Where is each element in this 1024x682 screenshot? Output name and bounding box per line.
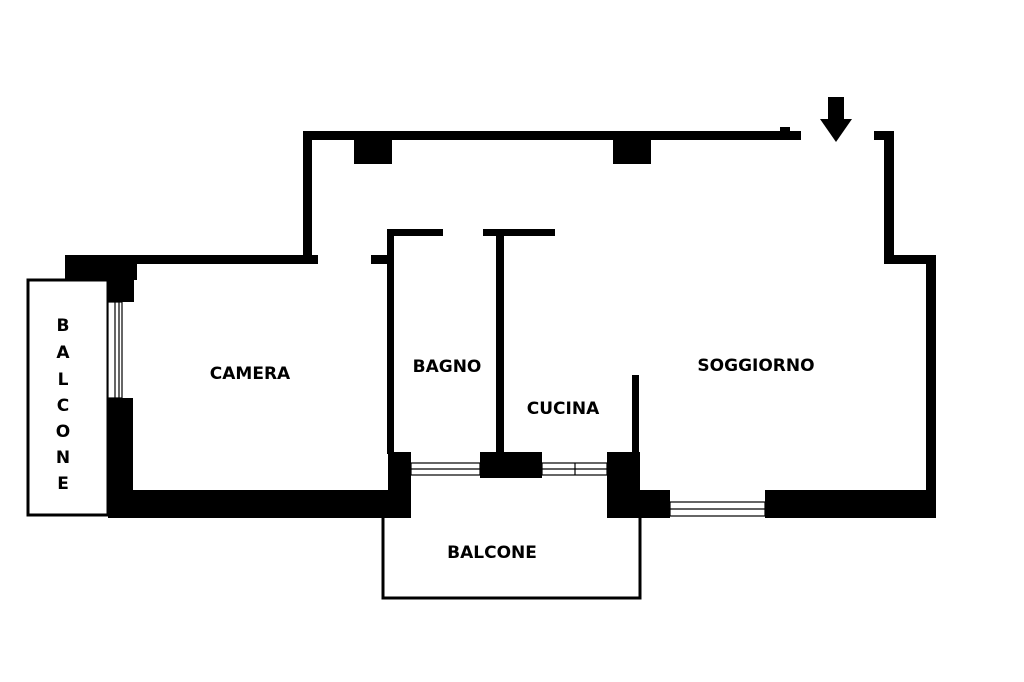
balcone-letter: E: [57, 474, 69, 494]
wall-bagno-top-left: [387, 229, 443, 236]
balcone-letter: B: [57, 316, 70, 336]
corner-block-tl: [65, 255, 137, 280]
wall-bottom-camera: [108, 490, 411, 518]
room-label-balcone-side: B A L C O N E: [56, 316, 71, 494]
wall-partition-bagno-cucina: [496, 229, 504, 454]
room-label-bagno: BAGNO: [413, 357, 482, 377]
room-label-balcone-bottom: BALCONE: [447, 543, 537, 563]
wall-bagno-left-block: [388, 452, 411, 518]
pillar-top-left: [354, 140, 392, 164]
balcone-letter: C: [57, 396, 69, 416]
pillar-bottom-middle: [480, 452, 542, 478]
entrance-arrow-icon: [820, 97, 852, 142]
room-label-soggiorno: SOGGIORNO: [697, 356, 814, 376]
wall-bagno-top-right: [483, 229, 555, 236]
balcone-letter: O: [56, 422, 70, 442]
wall-top-stub: [780, 127, 790, 133]
wall-camera-top: [65, 255, 318, 264]
wall-partition-cucina-soggiorno: [632, 375, 639, 465]
wall-top: [303, 131, 801, 140]
room-label-cucina: CUCINA: [527, 399, 600, 419]
balcone-letter: L: [58, 370, 69, 390]
wall-stub-camera: [371, 255, 393, 264]
wall-right-lower: [926, 255, 936, 518]
wall-right-upper: [884, 131, 894, 264]
wall-right-step: [884, 255, 936, 264]
pillar-top-right: [613, 140, 651, 164]
wall-soggiorno-bottom-right: [765, 490, 936, 518]
balcone-bottom-outline: [381, 518, 642, 600]
wall-partition-camera-bagno: [387, 229, 394, 454]
wall-step-left: [303, 131, 312, 263]
room-label-camera: CAMERA: [210, 364, 291, 384]
corner-block-tl2: [108, 280, 134, 302]
wall-soggiorno-bottom-left: [614, 490, 670, 518]
balcone-letter: N: [56, 448, 70, 468]
balcone-letter: A: [56, 343, 70, 363]
